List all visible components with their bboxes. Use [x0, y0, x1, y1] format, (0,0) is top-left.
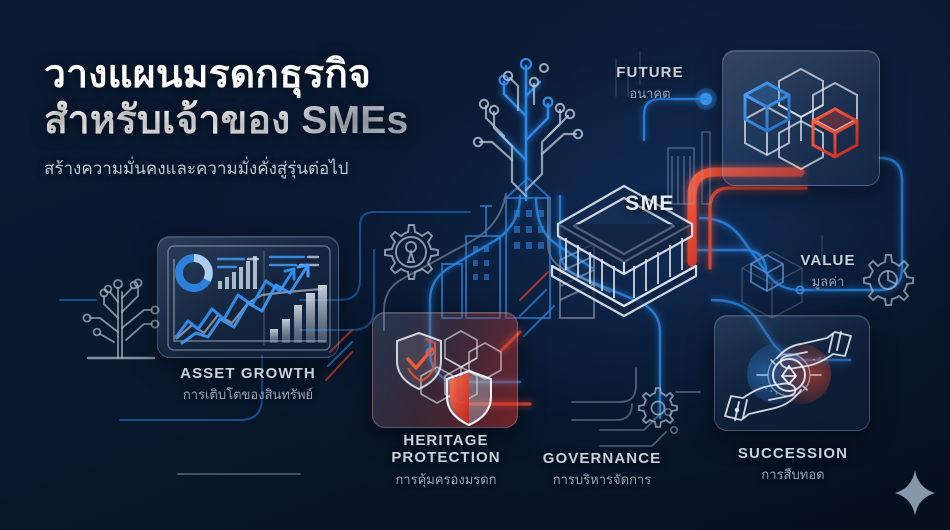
asset-growth-card[interactable]: [157, 236, 339, 358]
headline-subtitle: สร้างความมั่นคงและความมั่งคั่งสู่รุ่นต่อ…: [44, 159, 349, 179]
heritage-protection-label-th: การคุ้มครองมรดก: [395, 471, 497, 487]
governance-label-th: การบริหารจัดการ: [552, 472, 652, 488]
heritage-protection-label-en-2: PROTECTION: [391, 449, 501, 467]
governance-label: GOVERNANCE การบริหารจัดการ: [512, 450, 692, 490]
headline-line-2: สำหรับเจ้าของ SMEs: [44, 98, 474, 144]
headline-line-1: วางแผนมรดกธุรกิจ: [44, 53, 372, 96]
hands-passing-coin-card-icon: [724, 331, 852, 421]
value-label: VALUE มูลค่า: [786, 252, 870, 292]
hexagon-cubes-card-icon: [743, 67, 859, 171]
sme-text: SME: [625, 192, 675, 215]
succession-card[interactable]: [714, 315, 870, 431]
future-label-en: FUTURE: [616, 64, 684, 81]
asset-growth-label-th: การเติบโตของสินทรัพย์: [182, 387, 314, 403]
succession-label-th: การสืบทอด: [761, 467, 825, 483]
gear-cog-icon: [863, 254, 914, 306]
gear-icon: [638, 387, 678, 428]
asset-growth-label-en: ASSET GROWTH: [180, 365, 316, 382]
future-label: FUTURE อนาคต: [578, 64, 722, 104]
gear-keyhole-icon: [384, 224, 439, 280]
sme-center-node[interactable]: [550, 178, 740, 318]
analytics-chart-card-icon: [167, 245, 331, 351]
headline-block: วางแผนมรดกธุรกิจ สำหรับเจ้าของ SMEs สร้า…: [44, 52, 474, 182]
circuit-tree-left-icon: [82, 278, 160, 360]
sparkle-star-icon: [895, 470, 935, 516]
city-skyline-secondary-icon: [667, 131, 711, 205]
asset-growth-label: ASSET GROWTH การเติบโตของสินทรัพย์: [132, 365, 364, 405]
cube-outline-icon: [750, 253, 784, 293]
headline-line-2-smes: SMEs: [301, 99, 409, 143]
shields-hexagon-card-icon: [396, 330, 502, 427]
succession-label: SUCCESSION การสืบทอด: [700, 445, 886, 485]
value-label-en: VALUE: [800, 252, 856, 269]
future-card[interactable]: [722, 50, 880, 186]
value-label-th: มูลค่า: [811, 274, 845, 290]
heritage-protection-label: HERITAGE PROTECTION การคุ้มครองมรดก: [362, 432, 530, 490]
future-label-th: อนาคต: [629, 86, 671, 102]
heritage-protection-card[interactable]: [372, 312, 518, 428]
headline-line-2-thai: สำหรับเจ้าของ: [44, 99, 291, 143]
sme-center-label: SME: [560, 192, 740, 216]
succession-label-en: SUCCESSION: [737, 445, 849, 462]
circuit-tree-icon: [472, 57, 584, 202]
governance-label-en: GOVERNANCE: [542, 450, 662, 467]
heritage-protection-label-en-1: HERITAGE: [403, 432, 489, 449]
